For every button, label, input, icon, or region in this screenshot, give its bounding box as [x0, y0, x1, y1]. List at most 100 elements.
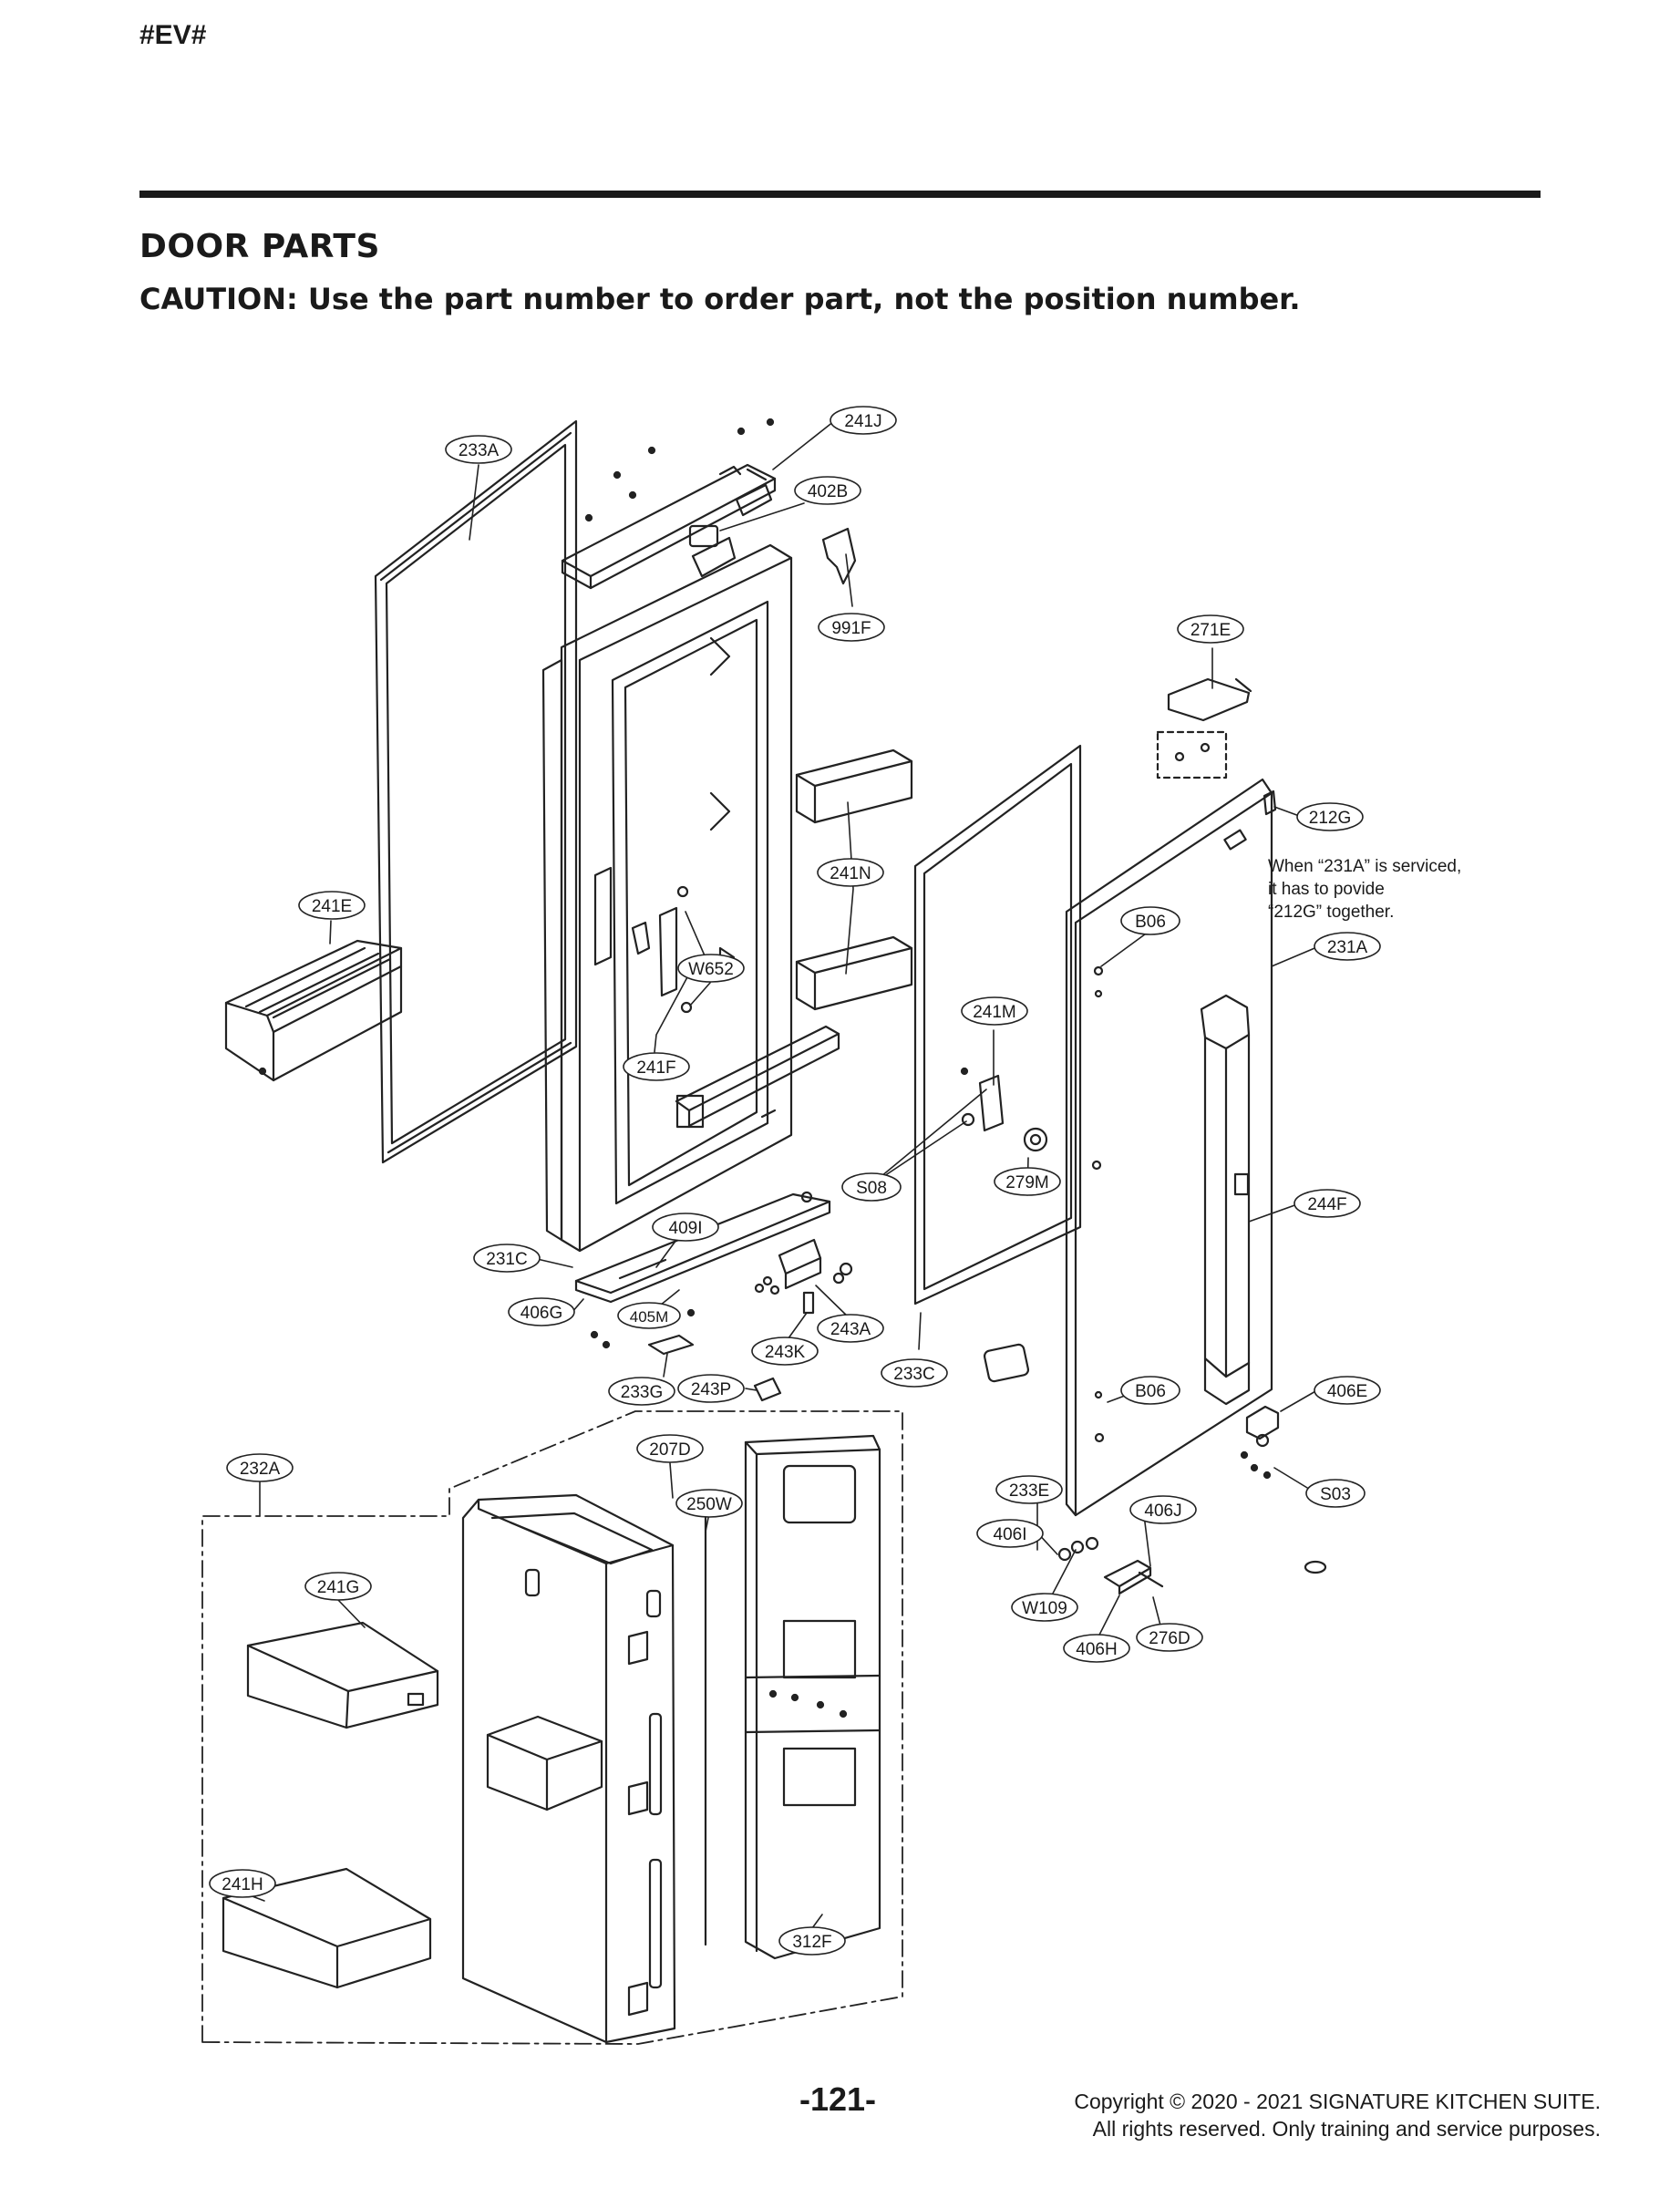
callout-271e-bubble — [1177, 614, 1244, 644]
callout-label: 241N — [830, 864, 871, 883]
callout-label: 991F — [831, 619, 871, 638]
callout-241j-bubble — [830, 406, 897, 435]
callout-label: 241G — [317, 1578, 359, 1597]
callout-label: 406E — [1327, 1382, 1367, 1401]
section-title: DOOR PARTS — [139, 228, 380, 265]
service-note-line: When “231A” is serviced, — [1268, 857, 1461, 876]
dispenser-cover-312f — [744, 1434, 881, 1960]
callout-241f-bubble — [623, 1052, 690, 1081]
callout-label: 406I — [994, 1525, 1027, 1544]
callout-406g-bubble — [508, 1297, 575, 1326]
callout-label: 406J — [1144, 1502, 1181, 1521]
callout-b06b-bubble — [1120, 1376, 1180, 1405]
callout-label: 231A — [1327, 938, 1368, 957]
callout-406i-bubble — [976, 1519, 1044, 1548]
callout-label: 402B — [808, 482, 848, 501]
callout-label: 233C — [893, 1365, 934, 1384]
callout-label: 243K — [765, 1343, 806, 1362]
callout-405m-bubble — [617, 1302, 681, 1329]
callout-207d-bubble — [636, 1434, 704, 1463]
callout-231a-bubble — [1314, 932, 1381, 961]
callout-241e-bubble — [298, 891, 366, 920]
callout-241m-bubble — [961, 996, 1028, 1026]
callout-label: 243P — [691, 1380, 731, 1399]
callout-label: B06 — [1135, 913, 1166, 932]
callout-279m-bubble — [994, 1167, 1061, 1196]
copyright-line: All rights reserved. Only training and s… — [1092, 2117, 1601, 2141]
callout-250w-bubble — [675, 1489, 743, 1518]
callout-276d-bubble — [1136, 1623, 1203, 1652]
page-number: -121- — [799, 2080, 877, 2118]
callout-label: 405M — [630, 1308, 669, 1326]
callout-label: 232A — [240, 1460, 281, 1479]
copyright: Copyright © 2020 - 2021 SIGNATURE KITCHE… — [1074, 2088, 1601, 2142]
callout-406h-bubble — [1063, 1634, 1130, 1663]
callout-label: 244F — [1307, 1195, 1346, 1214]
callout-label: 233G — [621, 1383, 663, 1402]
cap-212g — [1263, 790, 1277, 816]
callout-label: 312F — [792, 1933, 831, 1952]
service-note-line: “212G” together. — [1268, 903, 1394, 922]
callout-w109-bubble — [1011, 1593, 1078, 1622]
callout-241n-bubble — [817, 858, 884, 887]
hinge-pin-243a — [754, 1238, 853, 1315]
callout-243a-bubble — [817, 1314, 884, 1343]
callout-label: 406G — [520, 1304, 562, 1323]
callout-label: 250W — [686, 1495, 732, 1514]
clip-991f — [821, 527, 857, 585]
callout-label: S08 — [856, 1179, 887, 1198]
callout-label: 243A — [830, 1320, 871, 1339]
gasket-piece-233e — [983, 1343, 1030, 1383]
caution-text: CAUTION: Use the part number to order pa… — [139, 282, 1301, 316]
inner-door-liner-231c — [541, 536, 793, 1253]
hinge-plate-271e — [1156, 677, 1252, 779]
callout-label: B06 — [1135, 1382, 1166, 1401]
callout-label: 276D — [1149, 1629, 1190, 1648]
door-rail-241f — [675, 1025, 840, 1129]
model-tag: #EV# — [139, 20, 207, 50]
callout-label: 233E — [1009, 1481, 1049, 1501]
door-bin-241h — [222, 1867, 432, 1989]
dispenser-frame-207d — [461, 1493, 676, 2044]
callout-label: 212G — [1309, 809, 1351, 828]
callout-label: 406H — [1076, 1640, 1117, 1659]
service-note-line: it has to povide — [1268, 880, 1385, 899]
callout-s03-bubble — [1305, 1479, 1366, 1508]
callout-label: 207D — [649, 1440, 690, 1460]
rail-basket-241e — [224, 939, 403, 1082]
callout-212g-bubble — [1296, 802, 1364, 831]
header-rule — [139, 191, 1541, 198]
callout-label: 241J — [844, 412, 881, 431]
bracket-406e — [1240, 1405, 1327, 1574]
callout-243k-bubble — [751, 1337, 819, 1366]
door-gasket-233a — [374, 419, 578, 1164]
callout-243p-bubble — [677, 1374, 745, 1403]
door-bin-241n — [795, 748, 913, 1011]
copyright-line: Copyright © 2020 - 2021 SIGNATURE KITCHE… — [1074, 2090, 1601, 2113]
callout-233g-bubble — [608, 1377, 675, 1406]
callout-s08-bubble — [841, 1172, 902, 1202]
callout-label: 241M — [973, 1003, 1016, 1022]
callout-406e-bubble — [1314, 1376, 1381, 1405]
leader-lines — [242, 420, 1320, 1929]
callout-233c-bubble — [881, 1358, 948, 1388]
callout-label: 241H — [222, 1875, 263, 1894]
callout-233e-bubble — [995, 1475, 1063, 1504]
callout-244f-bubble — [1293, 1189, 1361, 1218]
service-note: When “231A” is serviced, it has to povid… — [1268, 857, 1461, 922]
callout-233a-bubble — [445, 435, 512, 464]
lower-hinge-406j — [1057, 1536, 1164, 1595]
latch-assembly-241m — [960, 1067, 1048, 1152]
callout-label: 409I — [669, 1219, 703, 1238]
callout-991f-bubble — [818, 613, 885, 642]
door-gasket-233c — [913, 744, 1082, 1306]
callout-241h-bubble — [209, 1869, 276, 1898]
door-bin-241g — [246, 1621, 439, 1729]
callout-label: 231C — [486, 1250, 527, 1269]
callout-label: 241F — [636, 1058, 675, 1078]
outer-door-panel-231a — [1065, 778, 1273, 1517]
lower-hinge-409i — [574, 1191, 831, 1304]
callout-312f-bubble — [778, 1926, 846, 1956]
callout-label: W652 — [688, 960, 734, 979]
